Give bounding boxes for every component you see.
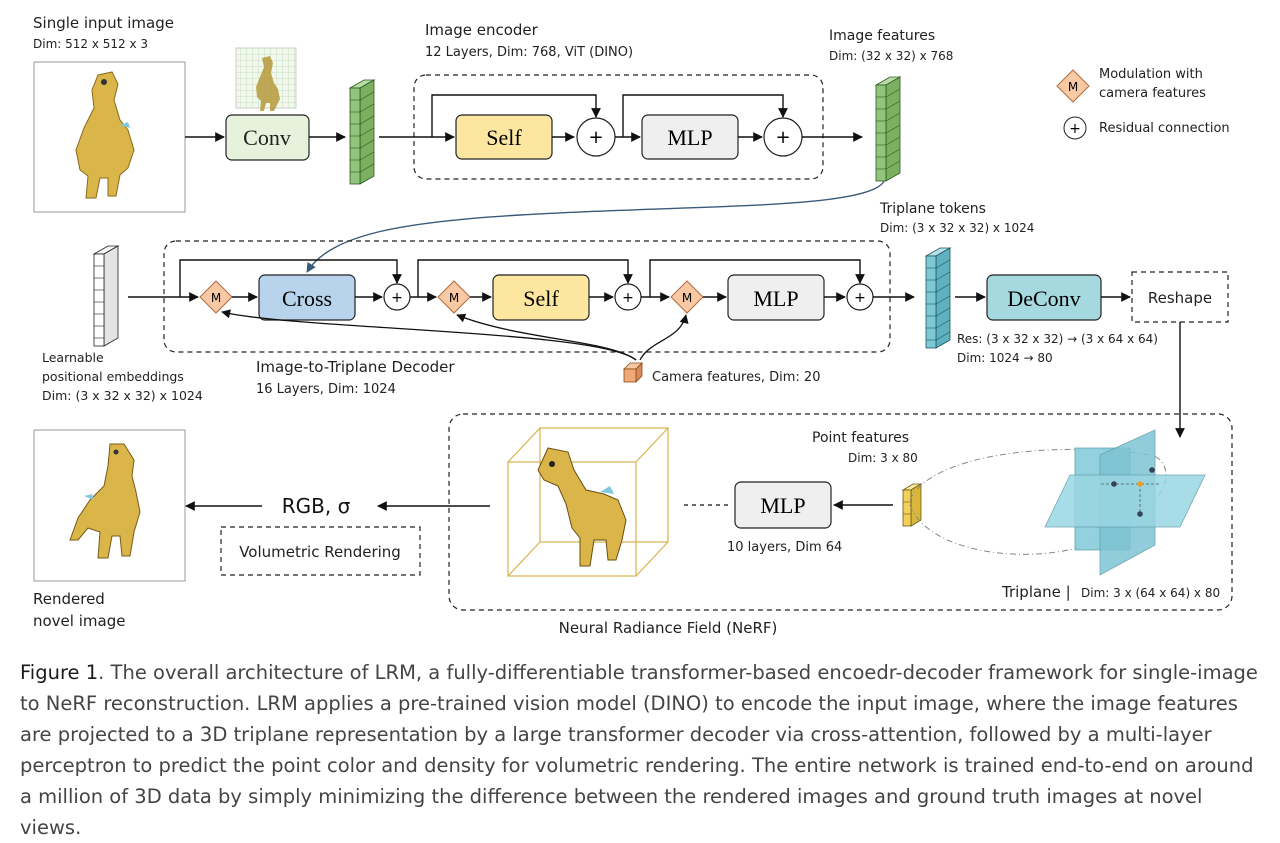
decoder-title: Image-to-Triplane Decoder bbox=[256, 358, 455, 376]
triplane-planes bbox=[909, 429, 1206, 576]
triplane-tokens-stack bbox=[924, 247, 952, 349]
legend-modulation-line1: Modulation with bbox=[1099, 67, 1203, 82]
positional-embedding-stack bbox=[92, 245, 120, 347]
svg-text:M: M bbox=[682, 291, 692, 305]
decoder-self-label: Self bbox=[523, 286, 559, 311]
svg-text:+: + bbox=[854, 290, 866, 306]
image-features-to-cross-connector bbox=[306, 180, 885, 273]
image-features-title: Image features bbox=[829, 28, 935, 44]
lrm-architecture-diagram: Single input image Dim: 512 x 512 x 3 Co… bbox=[33, 14, 1233, 637]
point-features-dim: Dim: 3 x 80 bbox=[848, 451, 918, 465]
svg-text:M: M bbox=[449, 291, 459, 305]
nerf-mlp-block bbox=[734, 481, 832, 529]
decoder-mlp-label: MLP bbox=[753, 286, 798, 311]
legend-modulation-line2: camera features bbox=[1099, 86, 1206, 101]
encoder-self-label: Self bbox=[486, 125, 522, 150]
triplane-dim: Dim: 3 x (64 x 64) x 80 bbox=[1081, 586, 1220, 600]
figure-caption: Figure 1. The overall architecture of LR… bbox=[20, 657, 1260, 843]
triplane-tokens-title: Triplane tokens bbox=[879, 201, 986, 217]
input-title: Single input image bbox=[33, 14, 174, 32]
camera-features-label: Camera features, Dim: 20 bbox=[652, 370, 820, 385]
image-features-stack bbox=[874, 76, 902, 182]
encoder-desc: 12 Layers, Dim: 768, ViT (DINO) bbox=[425, 45, 633, 60]
nerf-title: Neural Radiance Field (NeRF) bbox=[559, 619, 778, 637]
decoder-group-box bbox=[163, 240, 891, 353]
svg-text:M: M bbox=[1068, 80, 1078, 94]
deconv-dim: Dim: 1024 → 80 bbox=[957, 351, 1053, 365]
positional-line3: Dim: (3 x 32 x 32) x 1024 bbox=[42, 388, 203, 403]
legend-residual-icon bbox=[1063, 116, 1087, 140]
positional-line2: positional embeddings bbox=[42, 369, 184, 384]
image-features-dim: Dim: (32 x 32) x 768 bbox=[829, 49, 953, 63]
input-giraffe-image bbox=[75, 71, 135, 199]
reshape-label: Reshape bbox=[1148, 289, 1212, 307]
conv-label: Conv bbox=[243, 125, 291, 150]
svg-text:+: + bbox=[622, 290, 634, 306]
nerf-rendered-volume bbox=[507, 427, 669, 577]
encoder-mlp-label: MLP bbox=[667, 125, 712, 150]
point-features-stack bbox=[901, 483, 923, 527]
svg-text:+: + bbox=[1069, 121, 1081, 137]
volumetric-rendering-box bbox=[220, 526, 421, 576]
nerf-group-box bbox=[448, 413, 1233, 611]
triplane-tokens-dim: Dim: (3 x 32 x 32) x 1024 bbox=[880, 221, 1034, 235]
volumetric-rendering-label: Volumetric Rendering bbox=[239, 543, 401, 561]
encoder-group-box bbox=[413, 74, 824, 180]
legend-modulation-icon bbox=[1056, 69, 1090, 103]
positional-line1: Learnable bbox=[42, 350, 104, 365]
conv-feature-stack bbox=[348, 79, 376, 185]
reshape-box bbox=[1131, 271, 1229, 323]
decoder-modulation-3 bbox=[670, 280, 704, 314]
svg-text:+: + bbox=[391, 290, 403, 306]
decoder-desc: 16 Layers, Dim: 1024 bbox=[256, 382, 396, 397]
figure-caption-text: . The overall architecture of LRM, a ful… bbox=[20, 661, 1258, 839]
encoder-residual-1-symbol: + bbox=[588, 127, 603, 148]
svg-text:M: M bbox=[211, 291, 221, 305]
triplane-label: Triplane | bbox=[1001, 583, 1071, 601]
input-dim: Dim: 512 x 512 x 3 bbox=[33, 37, 148, 51]
rendered-line1: Rendered bbox=[33, 590, 105, 608]
legend: M Modulation with camera features + Resi… bbox=[1056, 67, 1230, 140]
encoder-residual-2-symbol: + bbox=[775, 127, 790, 148]
input-patch-grid-thumbnail bbox=[235, 47, 297, 111]
nerf-mlp-label: MLP bbox=[760, 493, 805, 518]
legend-residual-label: Residual connection bbox=[1099, 121, 1230, 136]
deconv-label: DeConv bbox=[1007, 286, 1080, 311]
rendered-giraffe-image bbox=[69, 443, 141, 559]
encoder-title: Image encoder bbox=[425, 21, 539, 39]
decoder-cross-label: Cross bbox=[282, 286, 332, 311]
rgb-sigma-label: RGB, σ bbox=[282, 494, 351, 518]
figure-number: Figure 1 bbox=[20, 661, 99, 684]
camera-features-cube bbox=[623, 362, 643, 383]
point-features-title: Point features bbox=[812, 430, 909, 446]
decoder-modulation-1 bbox=[199, 280, 233, 314]
rendered-line2: novel image bbox=[33, 612, 125, 630]
decoder-modulation-2 bbox=[437, 280, 471, 314]
nerf-mlp-desc: 10 layers, Dim 64 bbox=[727, 540, 842, 555]
deconv-res: Res: (3 x 32 x 32) → (3 x 64 x 64) bbox=[957, 332, 1158, 346]
